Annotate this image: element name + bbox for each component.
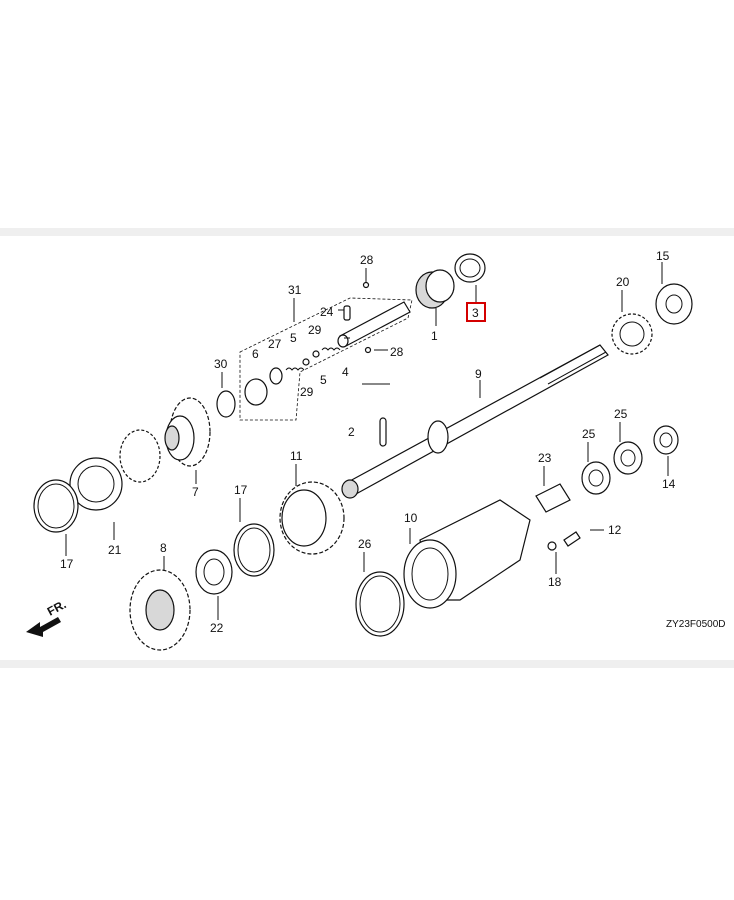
part-plug-14[interactable] xyxy=(653,425,679,455)
part-ring-3[interactable] xyxy=(454,253,486,283)
callout-21: 21 xyxy=(108,543,122,557)
callout-27: 27 xyxy=(268,337,282,351)
callout-2: 2 xyxy=(348,425,355,439)
callout-18: 18 xyxy=(548,575,562,589)
subassembly-frame xyxy=(239,297,413,421)
part-shim-17a[interactable] xyxy=(33,479,79,533)
callout-14: 14 xyxy=(662,477,676,491)
bottom-band xyxy=(0,660,734,668)
callout-31: 31 xyxy=(288,283,302,297)
callout-1: 1 xyxy=(431,329,438,343)
leader-lines xyxy=(65,262,669,620)
callout-6: 6 xyxy=(252,347,259,361)
top-band xyxy=(0,228,734,236)
part-bearing-23[interactable] xyxy=(535,483,571,513)
callout-29-bottom: 29 xyxy=(300,385,314,399)
callout-17-mid: 17 xyxy=(234,483,248,497)
part-housing-10[interactable] xyxy=(403,499,531,609)
callout-29-top: 29 xyxy=(308,323,322,337)
callout-11: 11 xyxy=(290,449,303,463)
callout-17-left: 17 xyxy=(60,557,74,571)
callout-5-bottom: 5 xyxy=(320,373,327,387)
callout-15: 15 xyxy=(656,249,670,263)
front-direction-icon xyxy=(26,617,61,637)
part-pin-28a[interactable] xyxy=(362,281,370,289)
callout-8: 8 xyxy=(160,541,167,555)
part-bolt-12[interactable] xyxy=(563,531,581,547)
part-ring-30[interactable] xyxy=(216,390,236,418)
callout-25-right: 25 xyxy=(614,407,628,421)
callout-23: 23 xyxy=(538,451,552,465)
direction-label: FR. xyxy=(45,597,69,618)
part-seal-25b[interactable] xyxy=(613,441,643,475)
highlight-box[interactable] xyxy=(466,302,486,322)
part-pin-24[interactable] xyxy=(343,305,351,321)
part-ball-29a[interactable] xyxy=(312,350,320,358)
part-pin-28b[interactable] xyxy=(364,346,372,354)
part-shaft-9[interactable] xyxy=(341,344,609,499)
callout-12: 12 xyxy=(608,523,622,537)
callout-24: 24 xyxy=(320,305,334,319)
callout-9: 9 xyxy=(475,367,482,381)
part-gear-8[interactable] xyxy=(129,569,191,651)
callout-28-side: 28 xyxy=(390,345,404,359)
part-plunger-6[interactable] xyxy=(244,378,268,406)
part-gear-7[interactable] xyxy=(164,397,211,467)
part-oring-26[interactable] xyxy=(355,571,405,637)
callout-7: 7 xyxy=(192,485,199,499)
callout-4: 4 xyxy=(342,365,349,379)
part-seal-25a[interactable] xyxy=(581,461,611,495)
part-spring-5b[interactable] xyxy=(285,367,305,371)
diagram-code: ZY23F0500D xyxy=(666,619,725,630)
part-pin-2[interactable] xyxy=(379,417,387,447)
part-shim-17b[interactable] xyxy=(233,523,275,577)
callout-30: 30 xyxy=(214,357,228,371)
part-spring-5a[interactable] xyxy=(321,347,341,351)
part-bearing-20[interactable] xyxy=(611,313,653,355)
part-washer-18[interactable] xyxy=(547,541,557,551)
callout-28-top: 28 xyxy=(360,253,374,267)
part-bearing-21[interactable] xyxy=(69,429,161,511)
callout-25-left: 25 xyxy=(582,427,596,441)
callout-5-top: 5 xyxy=(290,331,297,345)
part-bearing-22[interactable] xyxy=(195,549,233,595)
part-shim-15[interactable] xyxy=(655,283,693,325)
callout-22: 22 xyxy=(210,621,224,635)
callout-10: 10 xyxy=(404,511,418,525)
callout-3[interactable]: 3 xyxy=(472,306,479,320)
callout-20: 20 xyxy=(616,275,630,289)
part-ball-29b[interactable] xyxy=(302,358,310,366)
part-gear-11[interactable] xyxy=(279,481,345,555)
part-washer-27[interactable] xyxy=(269,367,283,385)
part-sleeve-1[interactable] xyxy=(415,269,455,309)
callout-26: 26 xyxy=(358,537,372,551)
